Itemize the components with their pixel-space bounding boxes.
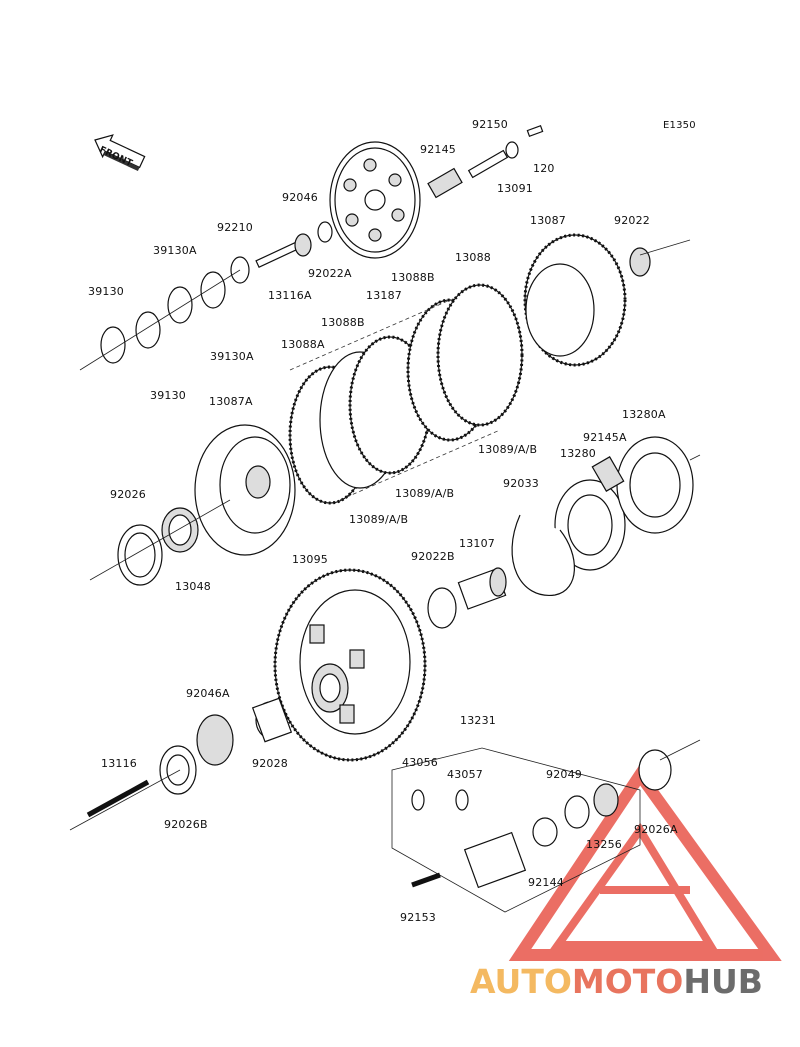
part-label: 92144 — [528, 876, 564, 889]
part-label: 13087A — [209, 395, 253, 408]
part-label: 92026 — [110, 488, 146, 501]
pushrod-13116 — [86, 745, 197, 818]
clutch-hub-13087A — [194, 424, 296, 556]
part-label: 92046A — [186, 687, 230, 700]
part-label: 13116A — [268, 289, 312, 302]
watermark-logo: AUTOMOTOHUB — [470, 962, 763, 1001]
part-label: 13089/A/B — [349, 513, 409, 526]
slave-cylinder-13231 — [411, 749, 672, 889]
part-label: 92145 — [420, 143, 456, 156]
part-label: 92028 — [252, 757, 288, 770]
part-label: 13087 — [530, 214, 566, 227]
clutch-hub-13087 — [523, 233, 651, 367]
part-label: 92026B — [164, 818, 208, 831]
part-label: 13088B — [391, 271, 435, 284]
part-label: 13256 — [586, 838, 622, 851]
part-label: 120 — [533, 162, 555, 175]
circlip-92033 — [511, 514, 575, 596]
part-label: 92022B — [411, 550, 455, 563]
primary-gear-13095 — [273, 568, 427, 762]
part-label: 13231 — [460, 714, 496, 727]
plates-39130 — [100, 271, 226, 364]
part-label: 13280 — [560, 447, 596, 460]
part-label: 39130A — [153, 244, 197, 257]
part-label: 92145A — [583, 431, 627, 444]
part-label: 13091 — [497, 182, 533, 195]
part-label: 13089/A/B — [478, 443, 538, 456]
part-label: 13088A — [281, 338, 325, 351]
part-label: 92046 — [282, 191, 318, 204]
assembly-13231-outline — [391, 747, 641, 913]
part-label: 13088 — [455, 251, 491, 264]
part-label: 13088B — [321, 316, 365, 329]
part-label: 13280A — [622, 408, 666, 421]
pressure-plate-13187 — [329, 141, 421, 259]
watermark-triangle — [508, 764, 782, 961]
part-label: 39130 — [150, 389, 186, 402]
part-label: 13095 — [292, 553, 328, 566]
part-label: 13116 — [101, 757, 137, 770]
cam-plates-13280 — [554, 436, 694, 571]
part-label: 13187 — [366, 289, 402, 302]
front-arrow-icon — [94, 134, 146, 172]
hub-13107 — [427, 567, 507, 629]
clutch-plates-13088 — [288, 283, 524, 505]
part-label: 92210 — [217, 221, 253, 234]
part-label: 92033 — [503, 477, 539, 490]
axis-lines — [69, 239, 701, 831]
part-label: 92049 — [546, 768, 582, 781]
bolt-92150 — [427, 125, 544, 199]
part-label: 92153 — [400, 911, 436, 924]
washer-bearing — [117, 507, 199, 586]
needle-bearing-sleeve — [196, 697, 293, 766]
part-label: 13107 — [459, 537, 495, 550]
part-label: 92150 — [472, 118, 508, 131]
part-label: 13089/A/B — [395, 487, 455, 500]
part-label: 43056 — [402, 756, 438, 769]
diagram-code: E1350 — [663, 120, 696, 131]
part-label: 92022 — [614, 214, 650, 227]
part-label: 92022A — [308, 267, 352, 280]
part-label: 43057 — [447, 768, 483, 781]
part-label: 39130 — [88, 285, 124, 298]
part-label: 13048 — [175, 580, 211, 593]
part-label: 92026A — [634, 823, 678, 836]
part-label: 39130A — [210, 350, 254, 363]
